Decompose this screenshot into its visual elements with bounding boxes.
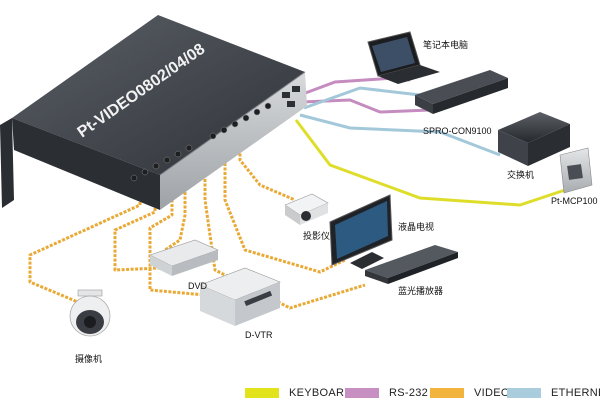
video-cable-lcd <box>223 145 346 274</box>
legend-swatch-rs232 <box>345 388 379 398</box>
video-cable-dvd <box>113 172 161 272</box>
panel-device <box>559 147 593 194</box>
switch-device <box>498 112 570 166</box>
camera-device <box>69 289 111 337</box>
chassis-front <box>12 118 160 210</box>
dvd-label: DVD <box>188 281 208 291</box>
control-ports <box>282 86 300 107</box>
dvd-device <box>149 239 219 276</box>
laptop-device <box>367 31 440 84</box>
cables <box>28 76 566 310</box>
legend-swatch-video <box>430 388 464 398</box>
ethernet-cable-switch <box>299 113 501 157</box>
switch-label: 交换机 <box>507 170 535 180</box>
video-cable-projector <box>238 140 296 202</box>
laptop-label: 笔记本电脑 <box>423 40 469 50</box>
legend-label-ethernet: ETHERNET <box>551 387 600 399</box>
video-cable-bluray <box>203 152 366 310</box>
legend-keyboard: KEYBOARD <box>245 386 353 400</box>
legend-swatch-ethernet <box>507 388 541 398</box>
controller-label: SPRO-CON9100 <box>423 126 492 136</box>
dvtr-label: D-VTR <box>245 330 273 340</box>
bluray-device <box>365 245 458 284</box>
legend-rs232: RS-232 <box>345 386 428 400</box>
projector-device <box>284 193 329 225</box>
legend-label-video: VIDEO <box>474 387 510 399</box>
keyboard-cable-panel <box>294 119 566 207</box>
ethernet-cable-controller <box>303 86 421 110</box>
projector-label: 投影仪 <box>303 231 331 241</box>
lcd-tv-device <box>329 194 393 269</box>
video-ports <box>130 102 272 182</box>
controller-device <box>415 70 508 114</box>
video-cable-dvtr <box>148 168 206 297</box>
legend-label-rs232: RS-232 <box>389 387 429 399</box>
camera-label: 摄像机 <box>75 354 103 364</box>
bluray-label: 蓝光播放器 <box>398 286 444 296</box>
panel-label: Pt-MCP100 <box>551 196 598 206</box>
lcd-tv-label: 液晶电视 <box>398 222 435 232</box>
legend-swatch-keyboard <box>245 388 279 398</box>
legend-label-keyboard: KEYBOARD <box>289 387 353 399</box>
rack-ear <box>0 118 14 208</box>
matrix-chassis: Pt-VIDEO0802/04/08 <box>0 15 307 210</box>
dvtr-device <box>199 267 281 326</box>
chassis-top <box>12 15 305 175</box>
legend-video: VIDEO <box>430 386 510 400</box>
legend-ethernet: ETHERNET <box>507 386 600 400</box>
